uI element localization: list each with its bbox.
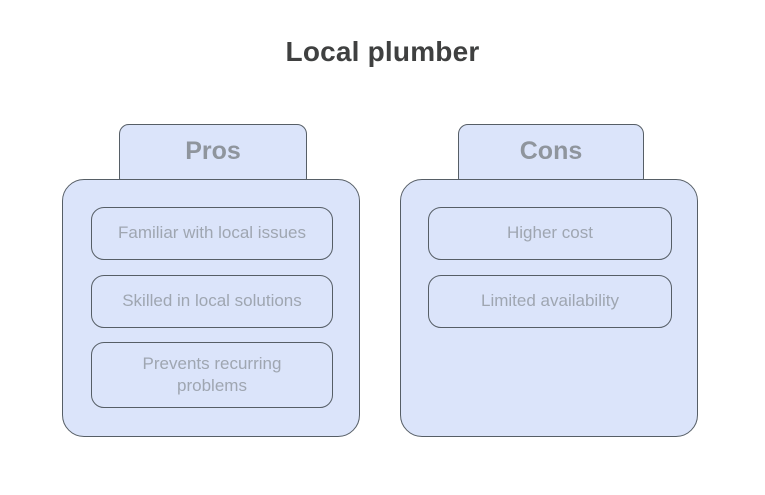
pros-tab-shape: Pros [119,124,307,188]
pros-item-label: Familiar with local issues [118,223,306,243]
pros-item: Prevents recurring problems [91,342,333,408]
cons-item-label: Higher cost [507,223,593,243]
cons-tab-shape: Cons [458,124,644,188]
pros-tab-label: Pros [185,137,241,165]
pros-panel-body: Familiar with local issues Skilled in lo… [62,179,360,437]
pros-item-label: Prevents recurring problems [142,353,282,395]
cons-tab-label: Cons [519,137,583,165]
cons-item: Higher cost [428,207,672,260]
cons-item-label: Limited availability [481,291,619,311]
pros-item: Familiar with local issues [91,207,333,260]
cons-panel-body: Higher cost Limited availability [400,179,698,437]
pros-item: Skilled in local solutions [91,275,333,328]
pros-item-label: Skilled in local solutions [122,291,302,311]
diagram-title: Local plumber [285,36,480,67]
cons-item: Limited availability [428,275,672,328]
